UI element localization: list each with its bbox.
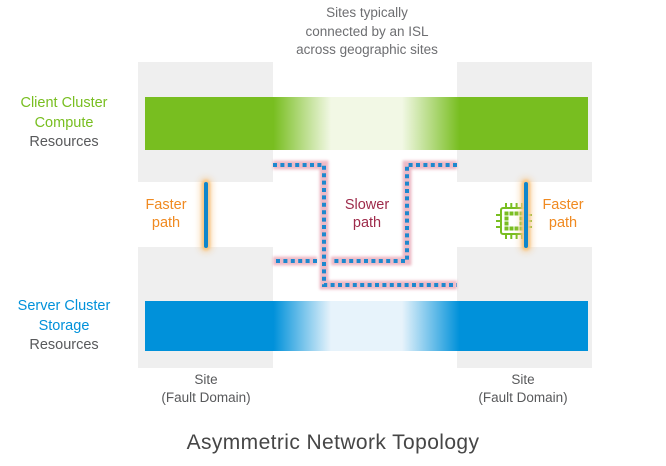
faster-path-link-right [524,182,528,248]
slower-line1: Slower [344,197,390,213]
diagram-title: Asymmetric Network Topology [186,431,480,454]
compute-label-line1: Client Cluster [20,95,108,111]
storage-cluster-bar [145,301,588,351]
storage-resources-label: Server Cluster Storage Resources [0,297,128,356]
chip-icon [494,201,534,241]
isl-note-line3: across geographic sites [296,42,438,57]
faster-left-line2: path [151,214,181,231]
faster-path-label-right: Faster path [533,197,593,232]
slower-line2: path [352,214,382,231]
site-left-line1: Site [194,372,218,387]
site-caption-left: Site (Fault Domain) [145,371,267,406]
faster-right-line2: path [548,214,578,231]
compute-label-line3: Resources [29,134,99,150]
compute-label-line2: Compute [34,114,94,131]
isl-note-line2: connected by an ISL [305,23,429,39]
slower-path-label: Slower path [330,197,404,232]
storage-label-line1: Server Cluster [17,298,111,314]
site-right-line2: (Fault Domain) [478,389,568,405]
faster-right-line1: Faster [542,197,584,213]
faster-path-link-left [204,182,208,248]
faster-left-line1: Faster [145,197,187,213]
storage-label-line3: Resources [29,337,99,353]
site-right-line1: Site [511,372,535,387]
isl-note: Sites typically connected by an ISL acro… [217,4,517,60]
isl-note-line1: Sites typically [326,5,408,20]
faster-path-label-left: Faster path [136,197,196,232]
compute-cluster-bar [145,97,588,239]
compute-resources-label: Client Cluster Compute Resources [0,94,128,153]
site-left-line2: (Fault Domain) [161,389,251,405]
storage-label-line2: Storage [38,317,90,334]
site-caption-right: Site (Fault Domain) [462,371,584,406]
